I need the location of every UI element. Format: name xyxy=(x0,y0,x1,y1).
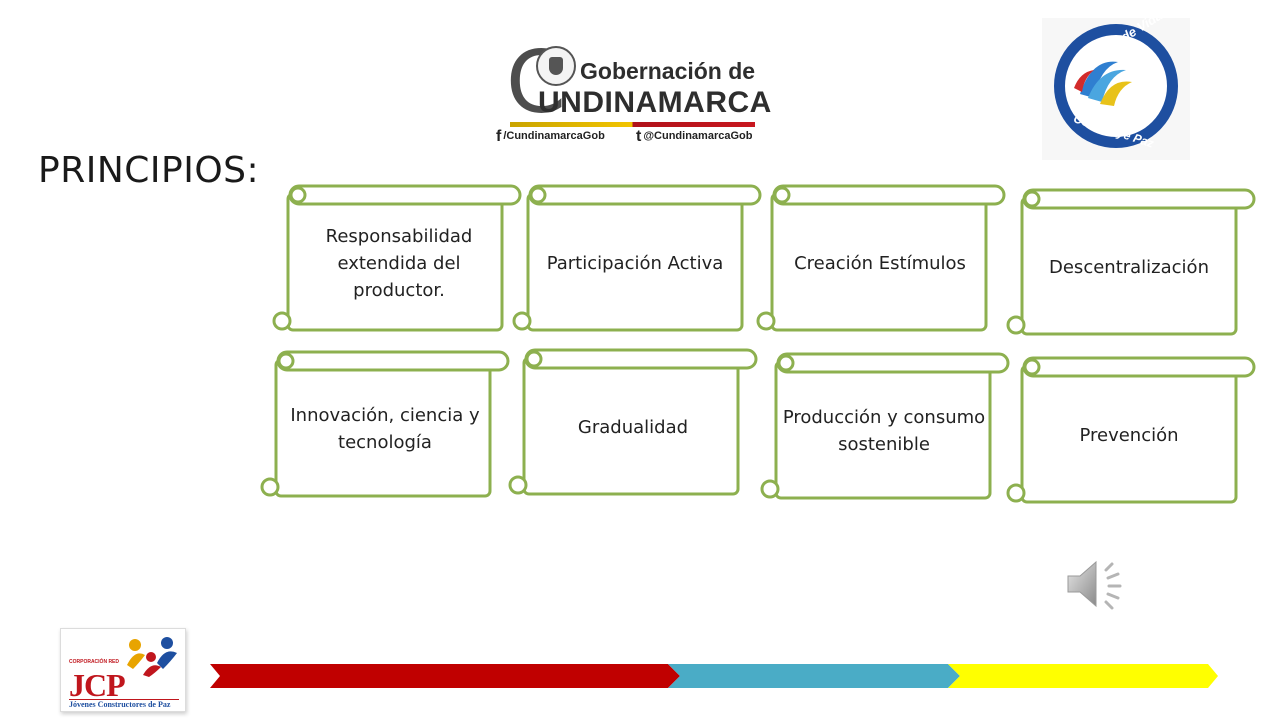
page-title: PRINCIPIOS: xyxy=(38,150,260,191)
principle-scroll: Innovación, ciencia y tecnología xyxy=(258,350,510,498)
scroll-shape xyxy=(760,352,1010,500)
wave-hands-icon xyxy=(1074,61,1132,106)
principle-scroll: Creación Estímulos xyxy=(754,184,1006,332)
principle-text: Gradualidad xyxy=(577,416,689,438)
coat-of-arms-icon xyxy=(536,46,576,86)
principle-text: Descentralización xyxy=(1049,256,1209,278)
figures-icon xyxy=(127,637,177,677)
twitter-handle: t@CundinamarcaGob xyxy=(636,128,752,146)
scroll-shape xyxy=(1006,188,1256,336)
logo-divider xyxy=(69,699,179,700)
scroll-shape xyxy=(1006,356,1256,504)
logo-acronym: JCP xyxy=(69,667,126,703)
twitter-icon: t xyxy=(636,128,642,145)
logo-line-1: Gobernación de xyxy=(580,58,756,84)
principle-scroll: Descentralización xyxy=(1004,188,1256,336)
principle-scroll: Participación Activa xyxy=(510,184,762,332)
gobernacion-logo: C Gobernación de UNDINAMARCA f/Cundinama… xyxy=(490,38,780,150)
principle-scroll: Producción y consumo sostenible xyxy=(758,352,1010,500)
logo-tagline: Jóvenes Constructores de Paz xyxy=(69,700,171,709)
principle-text: Innovación, ciencia y tecnología xyxy=(290,405,480,453)
twitter-handle-text: @CundinamarcaGob xyxy=(643,130,753,142)
principle-text: Producción y consumo sostenible xyxy=(782,407,986,455)
principle-scroll: Responsabilidad extendida del productor. xyxy=(270,184,522,332)
principle-text: Participación Activa xyxy=(546,252,724,274)
jcp-logo: CORPORACIÓN RED JCP Jóvenes Constructore… xyxy=(60,628,186,712)
calidad-de-vida-logo: Calidad de Vida Construye Paz xyxy=(1042,8,1190,160)
principle-text: Prevención xyxy=(1079,424,1179,446)
principle-scroll: Prevención xyxy=(1004,356,1256,504)
principle-text: Responsabilidad extendida del productor. xyxy=(325,225,473,301)
scroll-shape xyxy=(512,184,762,332)
principle-text: Creación Estímulos xyxy=(794,252,966,274)
logo-corporation-text: CORPORACIÓN RED xyxy=(69,659,120,665)
facebook-handle: f/CundinamarcaGob xyxy=(496,128,605,146)
scroll-shape xyxy=(272,184,522,332)
facebook-icon: f xyxy=(496,128,502,145)
principle-scroll: Gradualidad xyxy=(506,348,758,496)
scroll-shape xyxy=(260,350,510,498)
logo-line-2: UNDINAMARCA xyxy=(538,86,772,119)
facebook-handle-text: /CundinamarcaGob xyxy=(503,130,605,142)
speaker-icon[interactable] xyxy=(1064,556,1130,612)
logo-stripe xyxy=(510,122,755,127)
scroll-shape xyxy=(508,348,758,496)
tricolor-bar xyxy=(210,664,1218,688)
scroll-shape xyxy=(756,184,1006,332)
